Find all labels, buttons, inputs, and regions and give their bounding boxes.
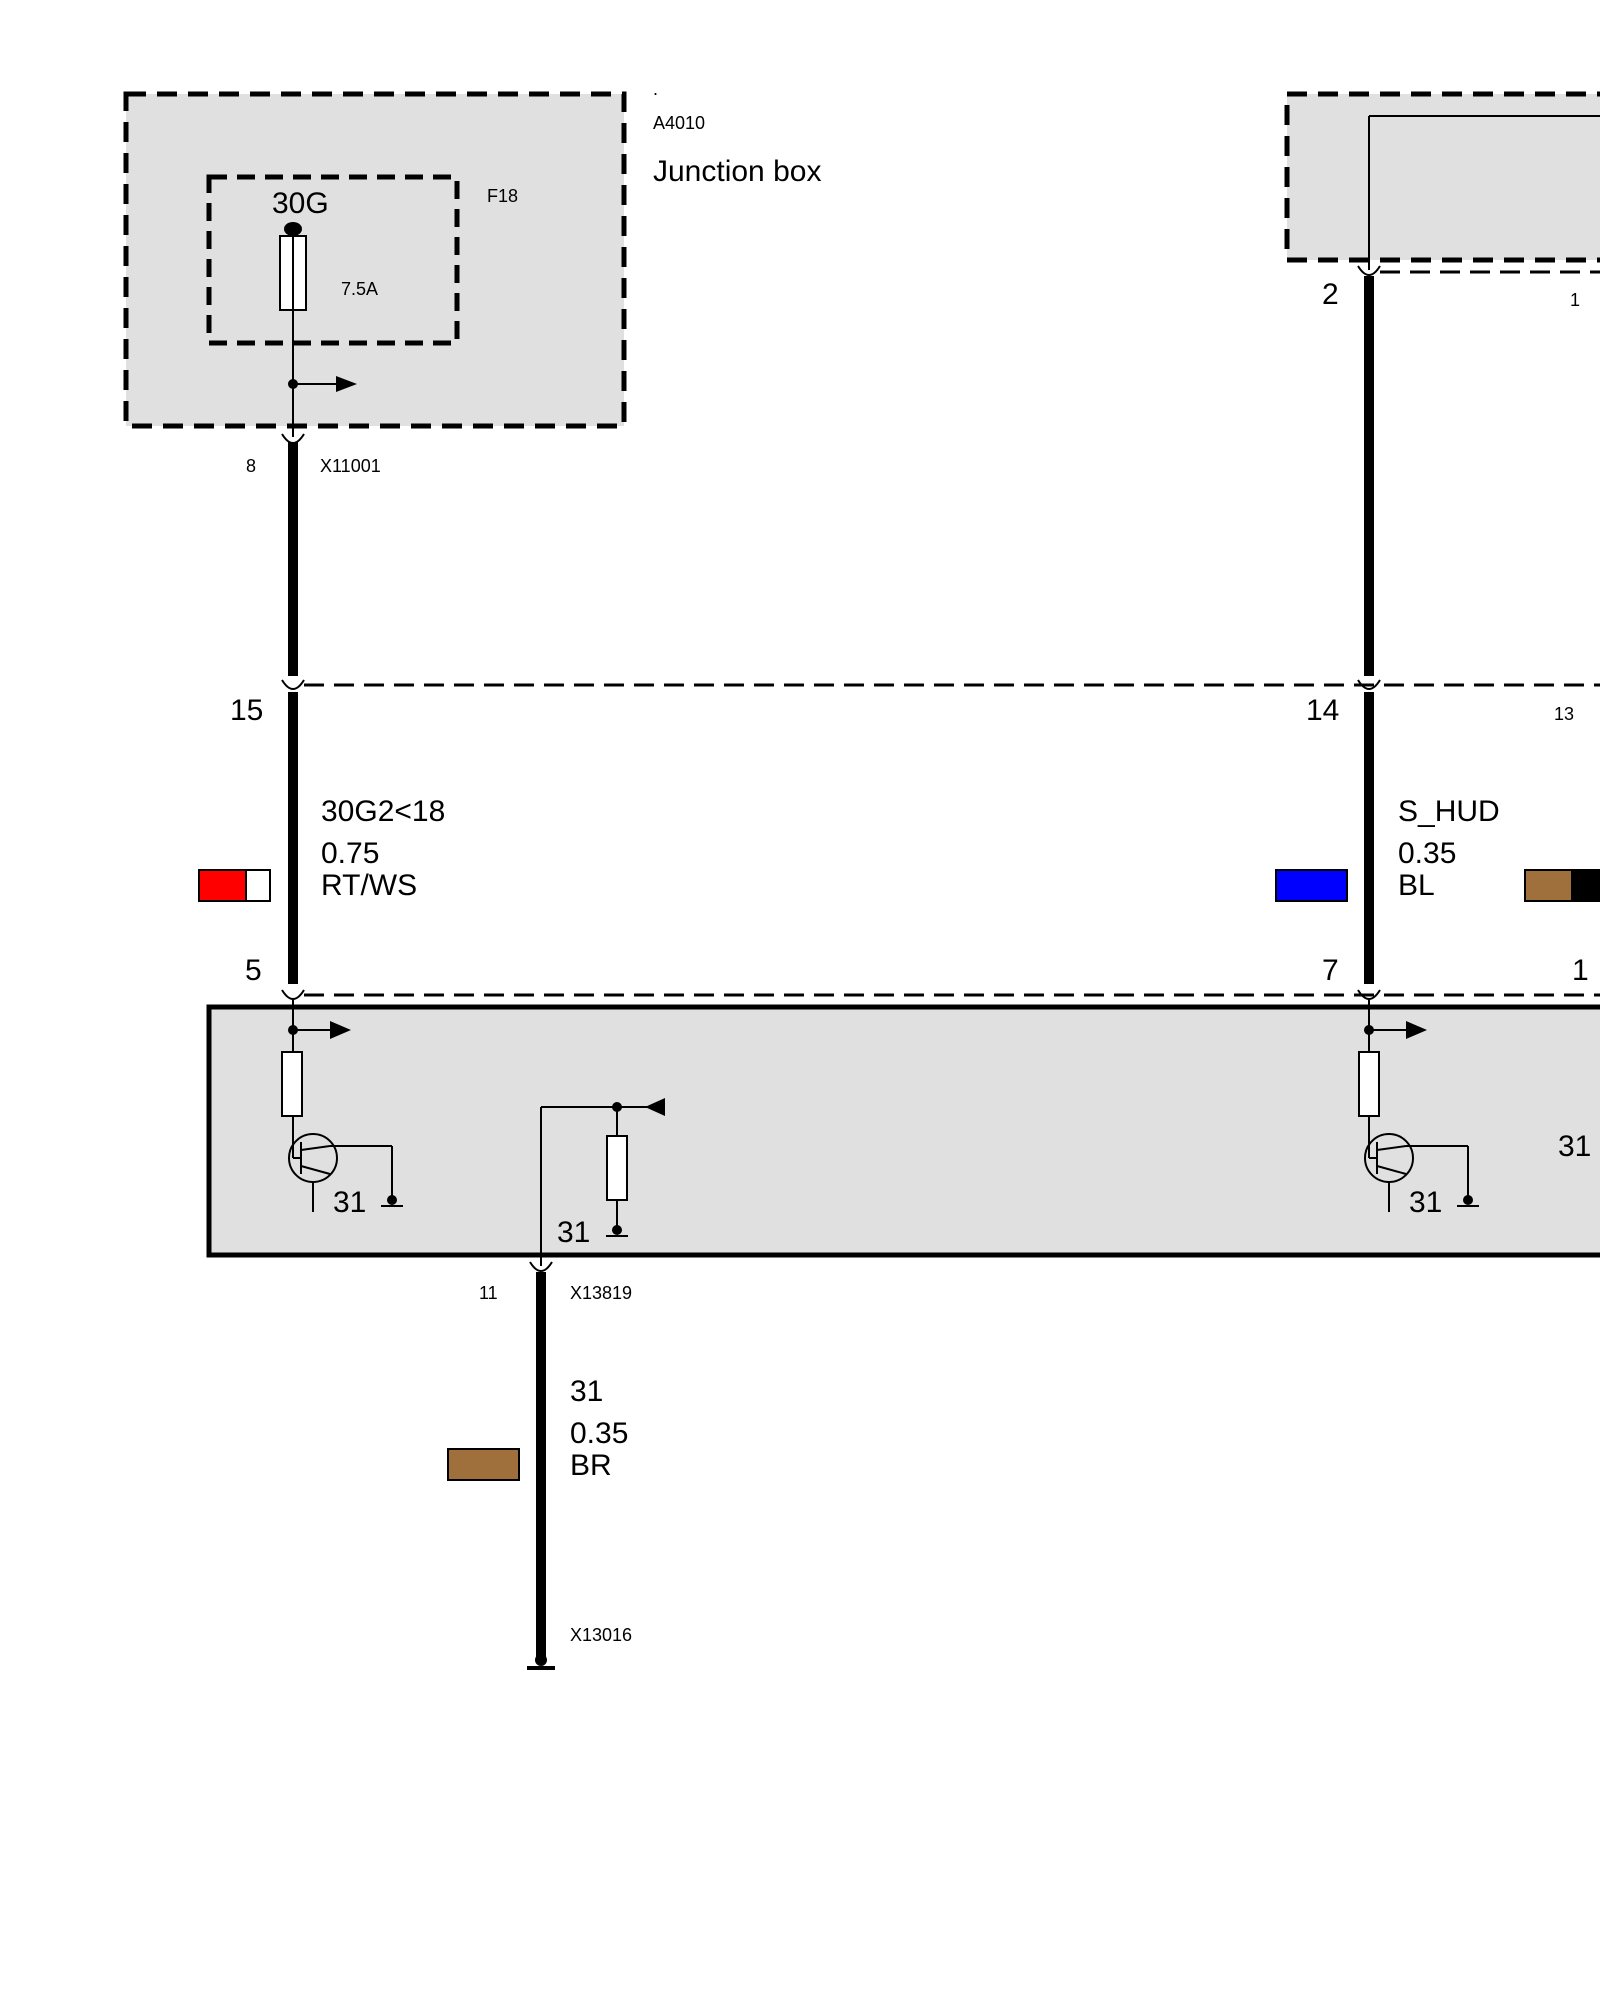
wire-gauge: 0.35 bbox=[570, 1417, 628, 1450]
branch-arrow-icon bbox=[1406, 1021, 1427, 1039]
wire-gauge: 0.35 bbox=[1398, 837, 1456, 870]
wire-signal: 30G2<18 bbox=[321, 795, 445, 828]
connector-pin-icon bbox=[281, 679, 305, 690]
resistor-symbol bbox=[606, 1135, 628, 1201]
driver-circuit-left: 31 bbox=[281, 1000, 403, 1219]
connector-pin-icon bbox=[281, 989, 305, 1000]
driver-circuit-right: 31 bbox=[1358, 1000, 1479, 1219]
junction-box-out-pin: 8 bbox=[246, 456, 256, 476]
input-arrow-icon bbox=[645, 1098, 665, 1116]
top-right-module-outline bbox=[1284, 91, 1600, 263]
mid-connector: 15 14 13 bbox=[230, 679, 1600, 727]
wire-color-code: RT/WS bbox=[321, 869, 417, 902]
fuse-terminal-label: 30G bbox=[272, 187, 329, 220]
lower-pin-left: 5 bbox=[245, 954, 262, 987]
mid-pin-left: 15 bbox=[230, 694, 263, 727]
ground-label: 31 bbox=[1409, 1186, 1442, 1219]
wire-color-swatch-primary bbox=[447, 1448, 520, 1481]
wire-color-swatch-secondary bbox=[245, 869, 271, 902]
branch-arrow-icon bbox=[330, 1021, 351, 1039]
connector-pin-icon bbox=[1357, 265, 1381, 276]
lower-module-out-pin: 11 bbox=[479, 1283, 498, 1303]
junction-box-title: Junction box bbox=[653, 155, 821, 188]
wire-signal: 31 bbox=[570, 1375, 603, 1408]
connector-pin-icon bbox=[1357, 679, 1381, 690]
lower-module: 5 7 1 31 bbox=[206, 954, 1600, 1266]
wire-color-swatch-primary bbox=[1275, 869, 1348, 902]
wire-gauge: 0.75 bbox=[321, 837, 379, 870]
wire-color-code: BL bbox=[1398, 869, 1435, 902]
lower-pin-right: 1 bbox=[1572, 954, 1589, 987]
wire-signal: S_HUD bbox=[1398, 795, 1500, 828]
junction-box-id: A4010 bbox=[653, 113, 705, 133]
top-right-module: 2 1 bbox=[1284, 91, 1600, 311]
lower-module-outline bbox=[206, 1004, 1600, 1258]
top-right-pin-side: 1 bbox=[1570, 290, 1580, 310]
fuse-housing bbox=[206, 174, 460, 346]
mid-pin-right: 13 bbox=[1554, 704, 1574, 724]
branch-arrow-icon bbox=[336, 376, 357, 392]
top-right-pin-main: 2 bbox=[1322, 278, 1339, 311]
wire-color-swatch-primary bbox=[198, 869, 247, 902]
wire-color-code: BR bbox=[570, 1449, 612, 1482]
lower-pin-center: 7 bbox=[1322, 954, 1339, 987]
ground-wire: 11 X13819 31 0.35 BR X13016 bbox=[447, 1261, 632, 1670]
junction-box-connector: X11001 bbox=[320, 456, 381, 476]
wire-label-s-hud: S_HUD 0.35 BL bbox=[1275, 795, 1500, 902]
resistor-symbol bbox=[281, 1051, 303, 1117]
ground-label: 31 bbox=[1558, 1130, 1591, 1163]
wire-label-30g2: 30G2<18 0.75 RT/WS bbox=[198, 795, 445, 902]
junction-box: . A4010 Junction box F18 30G 7.5A 8 X110… bbox=[123, 79, 821, 476]
resistor-symbol bbox=[1358, 1051, 1380, 1117]
junction-box-dot: . bbox=[653, 79, 658, 99]
mid-pin-center: 14 bbox=[1306, 694, 1339, 727]
ground-connector: X13016 bbox=[570, 1625, 632, 1645]
junction-box-outline bbox=[123, 91, 627, 429]
input-circuit-middle: 31 bbox=[540, 1098, 665, 1266]
fuse-id: F18 bbox=[487, 186, 518, 206]
lower-module-connector: X13819 bbox=[570, 1283, 632, 1303]
wire-label-partial bbox=[1524, 869, 1600, 902]
ground-label: 31 bbox=[333, 1186, 366, 1219]
wire-color-swatch-secondary bbox=[1571, 869, 1600, 902]
connector-pin-icon bbox=[1357, 989, 1381, 1000]
fuse-rating: 7.5A bbox=[341, 279, 378, 299]
ground-label: 31 bbox=[557, 1216, 590, 1249]
connector-pin-icon bbox=[529, 1261, 553, 1272]
wire-color-swatch-primary bbox=[1524, 869, 1573, 902]
